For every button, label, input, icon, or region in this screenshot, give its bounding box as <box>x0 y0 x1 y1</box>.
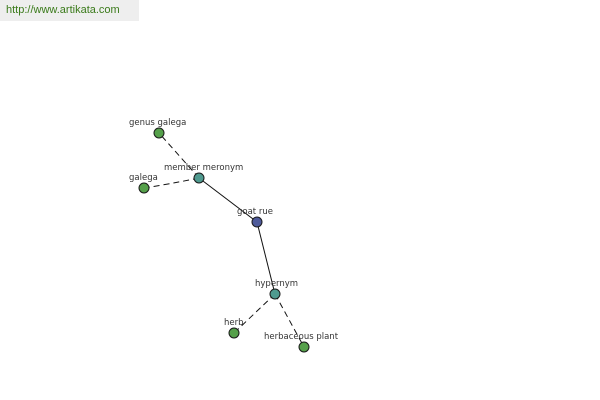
label-galega: galega <box>129 173 158 183</box>
label-herb: herb <box>224 318 244 328</box>
node-galega[interactable] <box>138 182 150 194</box>
node-root[interactable] <box>251 216 263 228</box>
edge-member-meronym-genus-galega <box>158 132 200 179</box>
label-root: goat rue <box>237 207 273 217</box>
node-genus-galega[interactable] <box>153 127 165 139</box>
label-hypernym: hypernym <box>255 279 298 289</box>
edge-hypernym-herbaceous-plant <box>274 293 305 348</box>
edge-root-hypernym <box>256 221 276 295</box>
edge-root-member-meronym <box>198 177 258 223</box>
node-herb[interactable] <box>228 327 240 339</box>
site-url[interactable]: http://www.artikata.com <box>0 0 139 21</box>
node-member-meronym[interactable] <box>193 172 205 184</box>
label-herbaceous-plant: herbaceous plant <box>264 332 339 342</box>
label-member-meronym: member meronym <box>164 163 243 173</box>
node-hypernym[interactable] <box>269 288 281 300</box>
label-genus-galega: genus galega <box>129 118 186 128</box>
node-herbaceous-plant[interactable] <box>298 341 310 353</box>
